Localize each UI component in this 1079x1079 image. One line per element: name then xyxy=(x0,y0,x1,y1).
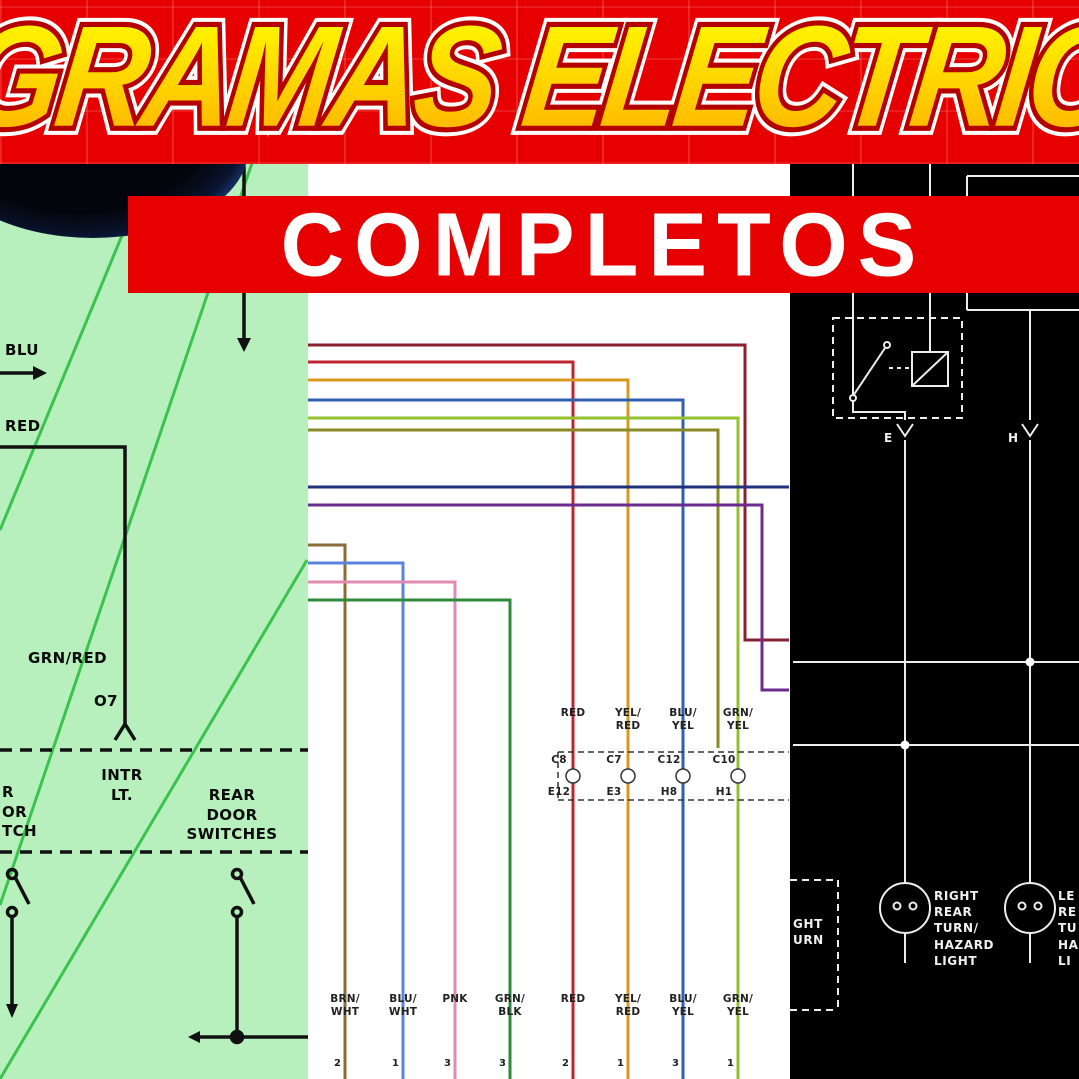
completos-band: COMPLETOS xyxy=(128,196,1079,293)
completos-text: COMPLETOS xyxy=(280,196,927,293)
title-banner: GRAMAS ELECTRIC GRAMAS ELECTRIC GRAMAS E… xyxy=(0,0,1079,164)
banner-title: GRAMAS ELECTRIC xyxy=(0,0,1079,159)
